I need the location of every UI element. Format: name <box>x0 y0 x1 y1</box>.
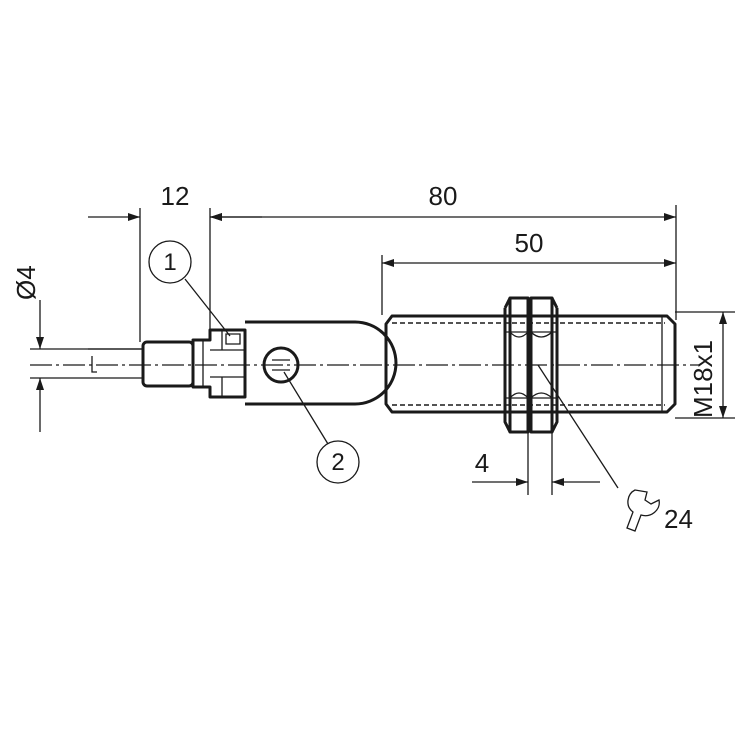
extension-lines <box>30 205 735 495</box>
wrench-icon <box>626 489 660 532</box>
callout-1: 1 <box>148 240 231 337</box>
strain-relief <box>141 340 195 388</box>
dim-label-4: 4 <box>475 448 489 478</box>
sensor-body <box>88 296 677 434</box>
svg-text:2: 2 <box>331 449 344 476</box>
dim-label-50: 50 <box>515 228 544 258</box>
dimension-lines <box>36 213 727 486</box>
callout-2: 2 <box>283 371 360 484</box>
plug-section <box>191 328 247 399</box>
cable-end <box>91 356 97 373</box>
wrench-leader <box>537 364 619 489</box>
dim-label-80: 80 <box>429 181 458 211</box>
svg-text:1: 1 <box>163 249 176 276</box>
dim-label-12: 12 <box>161 181 190 211</box>
dim-label-m18: M18x1 <box>688 340 718 418</box>
cable <box>88 348 143 379</box>
dim-label-d4: Ø4 <box>11 265 41 300</box>
smooth-housing <box>245 320 398 406</box>
dim-label-24: 24 <box>664 504 693 534</box>
threaded-body <box>384 314 677 414</box>
